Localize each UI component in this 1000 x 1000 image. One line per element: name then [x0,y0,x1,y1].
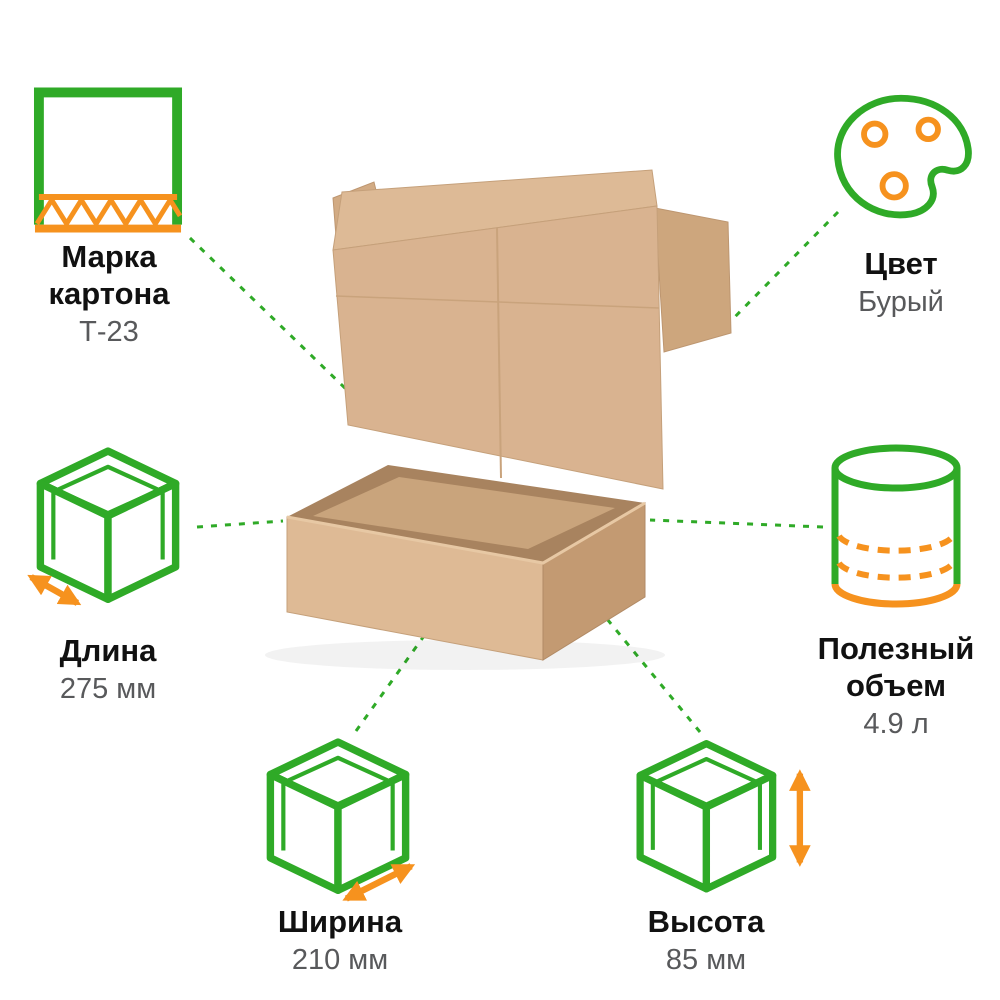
box-shadow [265,640,665,670]
box-right-flap [654,207,732,353]
connector-grade [188,236,349,392]
length-value: 275 мм [59,673,157,705]
palette-icon [834,94,972,219]
grade-value: Т-23 [79,316,139,348]
color-label: Цвет [864,246,938,281]
height-callout: Высота 85 мм [606,903,806,978]
grade-callout: Марка картона Т-23 [14,238,204,350]
width-label: Ширина [277,904,403,939]
color-value: Бурый [858,286,944,318]
length-arrow [27,574,82,606]
cube-width-icon [250,728,416,902]
length-label: Длина [59,633,157,668]
volume-callout: Полезный объем 4.9 л [781,630,1000,742]
cube-height-icon [620,730,811,907]
height-value: 85 мм [665,944,747,976]
connector-length [196,519,284,529]
volume-value: 4.9 л [863,708,929,740]
box-interior-floor [313,477,615,549]
width-callout: Ширина 210 мм [240,903,440,978]
width-value: 210 мм [291,944,389,976]
height-label: Высота [647,904,765,939]
connector-volume [649,518,824,529]
cube-length-icon [27,437,196,606]
cardboard-grade-icon [33,87,183,233]
color-callout: Цвет Бурый [801,245,1000,320]
box-lid-crease-vertical [496,227,502,479]
grade-label: Марка картона [48,239,170,311]
cylinder-volume-icon [831,444,961,608]
box-lid-crease-horizontal [335,295,660,309]
width-arrow [342,863,416,902]
volume-label: Полезный объем [817,631,975,703]
length-callout: Длина 275 мм [8,632,208,707]
box-rim-highlight [286,501,646,565]
